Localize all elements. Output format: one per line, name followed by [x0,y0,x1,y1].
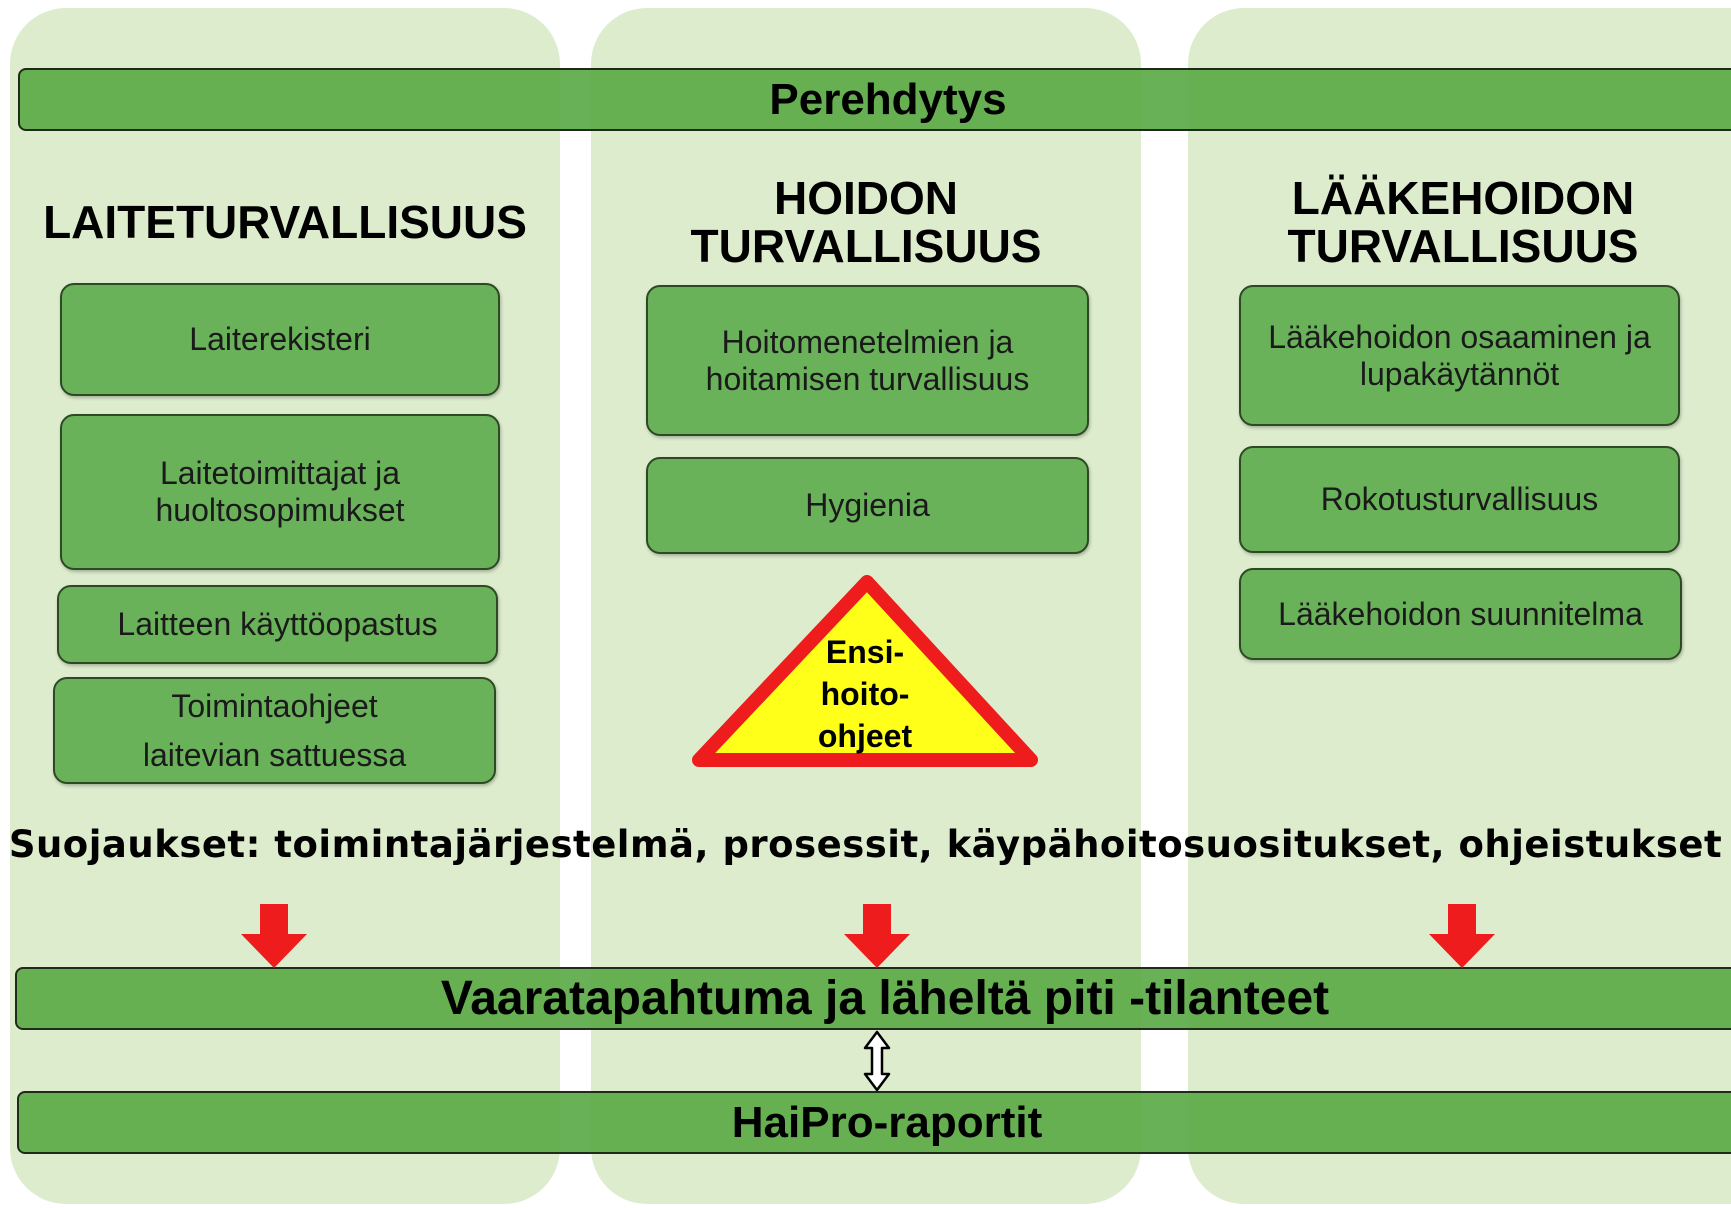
box-label: Hygienia [805,487,930,523]
arrow-down-icon [241,904,307,968]
box-laiterekisteri: Laiterekisteri [60,283,500,396]
warning-triangle-icon [692,575,1038,767]
arrow-down-icon [1429,904,1495,968]
box-label: Lääkehoidon suunnitelma [1278,595,1643,632]
box-label: Laitetoimittajat ja huoltosopimukset [155,455,405,528]
box-rokotusturvallisuus: Rokotusturvallisuus [1239,446,1680,553]
box-hygienia: Hygienia [646,457,1089,554]
box-hoitomenetelmat: Hoitomenetelmien ja hoitamisen turvallis… [646,285,1089,436]
box-label: Toimintaohjeet laitevian sattuessa [142,687,407,773]
box-label: Lääkehoidon osaaminen ja lupakäytännöt [1268,318,1651,392]
double-arrow-icon [863,1030,891,1092]
box-label: Hoitomenetelmien ja hoitamisen turvallis… [705,323,1030,397]
box-label: Rokotusturvallisuus [1320,481,1599,517]
box-laitetoimittajat: Laitetoimittajat ja huoltosopimukset [60,414,500,570]
box-label: Laitteen käyttöopastus [117,606,438,642]
box-label: Laiterekisteri [189,321,371,357]
heading-laiteturvallisuus: LAITETURVALLISUUS [43,196,527,248]
box-toimintaohjeet: Toimintaohjeet laitevian sattuessa [53,677,496,784]
box-laakehoidon-osaaminen: Lääkehoidon osaaminen ja lupakäytännöt [1239,285,1680,426]
perehdytys-bar: Perehdytys [18,68,1731,131]
warning-sign-label: Ensi- hoito- ohjeet [817,634,913,754]
arrow-down-icon [844,904,910,968]
box-laakehoidon-suunnitelma: Lääkehoidon suunnitelma [1239,568,1682,660]
vaaratapahtuma-bar: Vaaratapahtuma ja läheltä piti -tilantee… [15,967,1731,1030]
haipro-bar: HaiPro-raportit [17,1091,1731,1154]
box-kayttoopastus: Laitteen käyttöopastus [57,585,498,664]
protections-text: Suojaukset: toimintajärjestelmä, prosess… [8,823,1723,866]
heading-hoidon-turvallisuus: HOIDON TURVALLISUUS [690,172,1042,272]
heading-laakehoidon-turvallisuus: LÄÄKEHOIDON TURVALLISUUS [1287,172,1639,272]
